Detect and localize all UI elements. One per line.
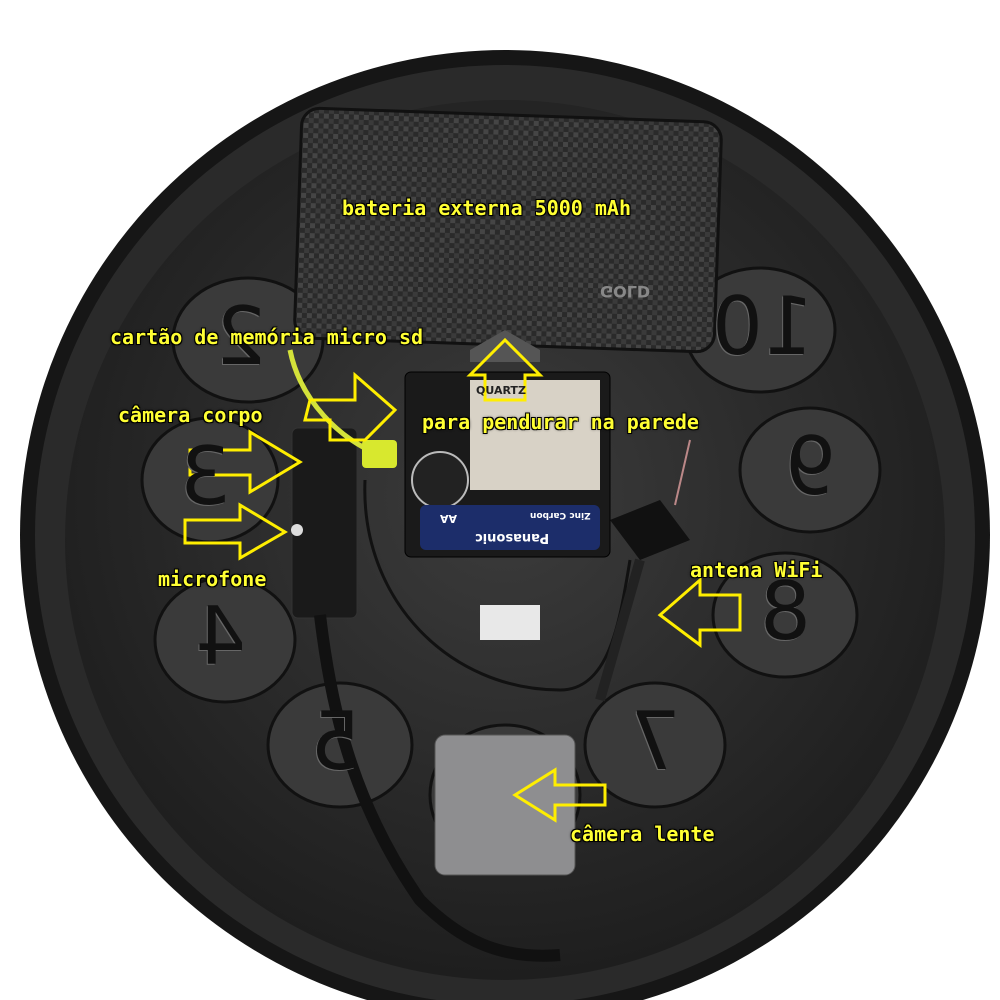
arrow-antenna <box>657 576 742 648</box>
aa-size: AA <box>440 512 458 525</box>
wall-hanger <box>470 330 540 362</box>
aa-battery-brand: Panasonic <box>475 530 550 545</box>
label-camera-body: câmera corpo <box>118 403 263 427</box>
arrow-hanger <box>466 337 544 402</box>
memory-card-adapter <box>362 440 397 468</box>
microphone-dot <box>291 524 303 536</box>
clock-number: 5 <box>310 695 361 788</box>
label-microphone: microfone <box>158 567 267 591</box>
clock-number: 3 <box>180 430 231 523</box>
label-camera-lens: câmera lente <box>570 822 715 846</box>
movement-brand: QUARTZ <box>476 384 526 397</box>
arrow-camera-body <box>188 429 303 495</box>
aa-type: Zinc Carbon <box>530 510 591 520</box>
annotation-arrows <box>183 337 742 823</box>
label-hanger: para pendurar na parede <box>422 410 699 434</box>
arrow-camera-lens <box>512 767 607 823</box>
label-battery: bateria externa 5000 mAh <box>342 196 631 220</box>
arrow-microphone <box>183 502 288 561</box>
clock-number: 7 <box>630 695 681 788</box>
camera-body-module <box>291 427 358 619</box>
aa-battery <box>420 505 600 550</box>
clock-number: 9 <box>785 420 836 513</box>
power-bank <box>293 106 723 354</box>
clock-number: 4 <box>195 590 246 683</box>
wifi-antenna <box>610 500 690 560</box>
arrow-memory-card <box>303 371 398 442</box>
battery-brand: GOLD <box>600 282 651 301</box>
clock-number: 10 <box>712 280 814 373</box>
label-memory-card: cartão de memória micro sd <box>110 325 424 349</box>
label-antenna: antena WiFi <box>690 558 823 582</box>
